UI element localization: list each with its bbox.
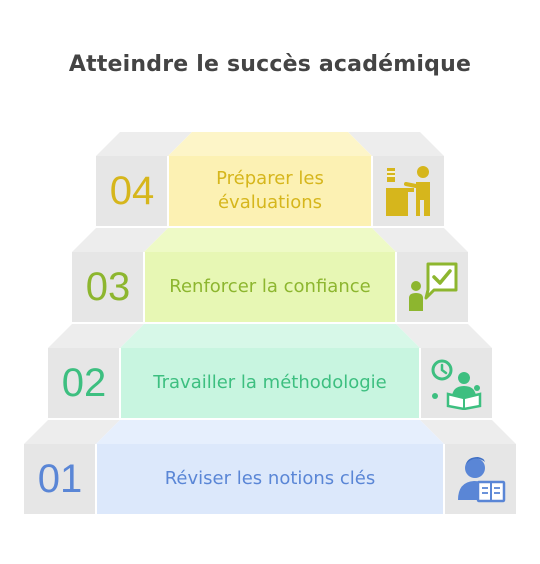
step-4-number: 04	[109, 168, 155, 213]
step-4-label: Préparer les évaluations	[216, 168, 324, 213]
step-4-left-block	[96, 156, 168, 226]
step-1-right-top	[420, 420, 516, 444]
step-2-top-surface	[120, 324, 420, 348]
step-3-label: Renforcer la confiance	[169, 276, 371, 297]
step-3-left-top	[72, 228, 168, 252]
time-study-icon	[430, 358, 482, 411]
step-1-left-block	[24, 444, 96, 514]
page-title: Atteindre le succès académique	[68, 52, 472, 77]
step-3-left-block	[72, 252, 144, 322]
step-1-top-surface	[96, 420, 444, 444]
presentation-check-icon	[406, 262, 458, 314]
step-2-left-block	[48, 348, 120, 418]
step-2-right-top	[396, 324, 492, 348]
step-4-front-panel	[168, 156, 372, 226]
step-3-right-top	[372, 228, 468, 252]
step-3-top-surface	[144, 228, 396, 252]
step-1-left-top	[24, 420, 120, 444]
step-2-left-top	[48, 324, 144, 348]
exam-writing-icon	[382, 164, 434, 220]
step-1-number: 01	[37, 456, 83, 501]
step-1-front-panel	[96, 444, 444, 514]
step-1-label: Réviser les notions clés	[164, 468, 376, 489]
step-2-front-panel	[120, 348, 420, 418]
step-4-left-top	[96, 132, 192, 156]
step-3-front-panel	[144, 252, 396, 322]
step-4-right-top	[348, 132, 444, 156]
step-4-top-surface	[168, 132, 372, 156]
step-2-number: 02	[61, 360, 107, 405]
student-reading-icon	[454, 454, 506, 504]
step-3-number: 03	[85, 264, 131, 309]
step-2-label: Travailler la méthodologie	[153, 372, 387, 393]
step-1-right-block	[444, 444, 516, 514]
